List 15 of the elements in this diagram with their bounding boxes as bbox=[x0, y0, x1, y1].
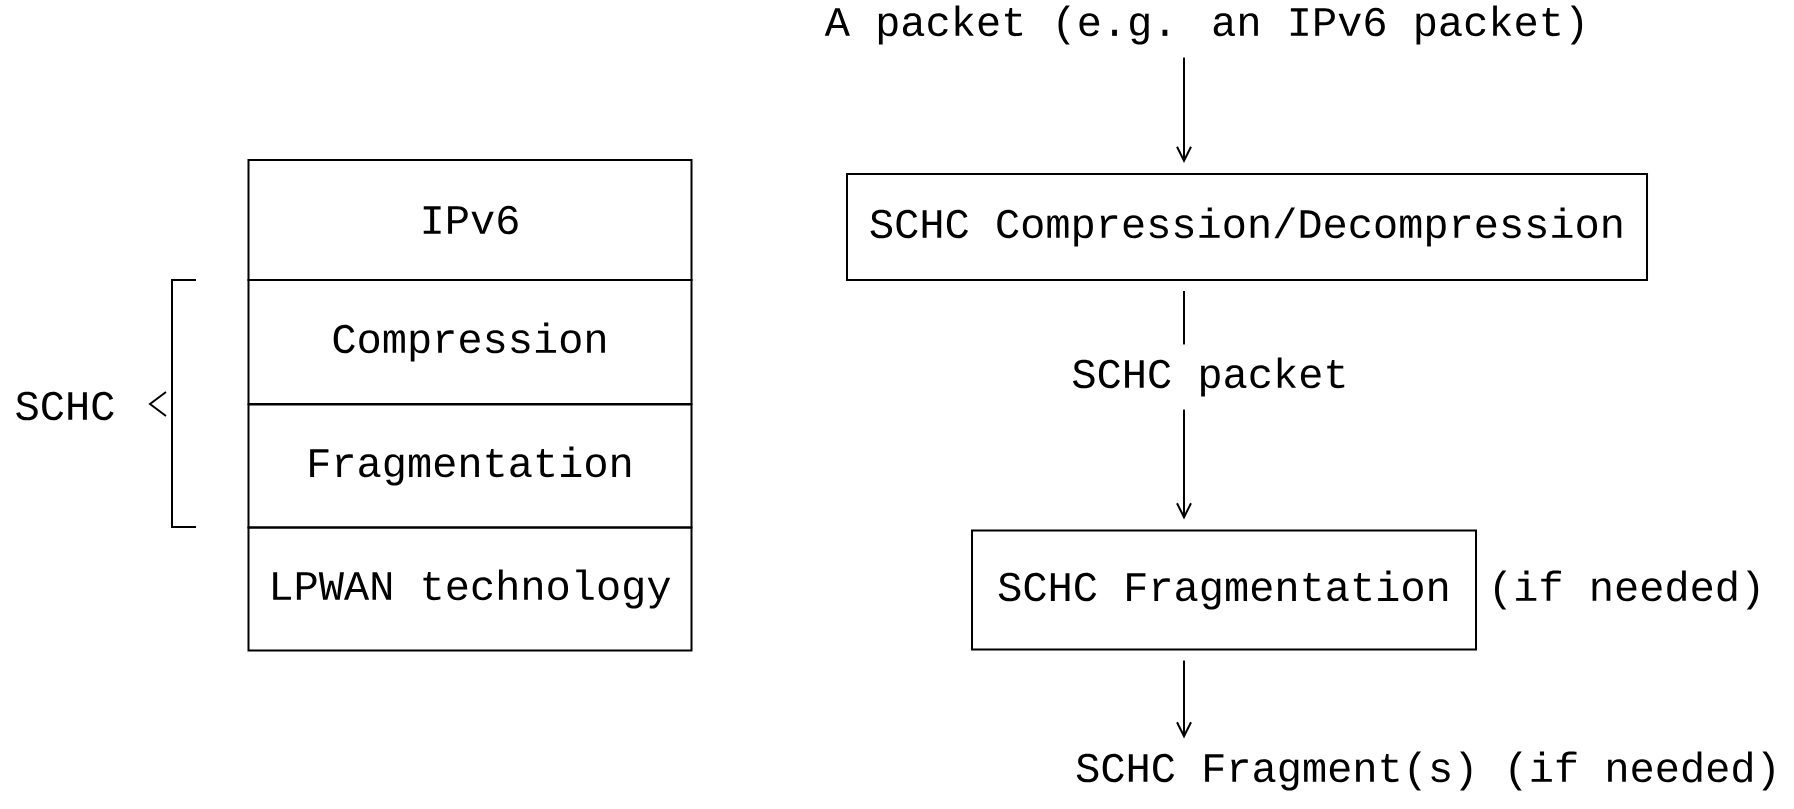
process-box: LPWAN technology bbox=[247, 526, 693, 652]
arrow bbox=[1176, 408, 1192, 520]
process-box: Fragmentation bbox=[247, 403, 693, 529]
connector-line bbox=[1183, 290, 1185, 346]
process-box: IPv6 bbox=[247, 159, 693, 281]
flow-text: SCHC packet bbox=[1073, 357, 1345, 397]
flow-text: A packet (e.g. an IPv6 packet) bbox=[824, 5, 1583, 45]
arrow bbox=[1176, 659, 1192, 739]
process-box: Compression bbox=[247, 279, 693, 405]
process-box: SCHC Fragmentation bbox=[971, 529, 1477, 651]
flow-text: SCHC Fragment(s) (if needed) bbox=[1076, 751, 1774, 791]
process-box: SCHC Compression/Decompression bbox=[846, 173, 1648, 281]
note-text: (if needed) bbox=[1495, 570, 1759, 610]
bracket-label: SCHC bbox=[16, 391, 114, 421]
arrow bbox=[1176, 56, 1192, 163]
